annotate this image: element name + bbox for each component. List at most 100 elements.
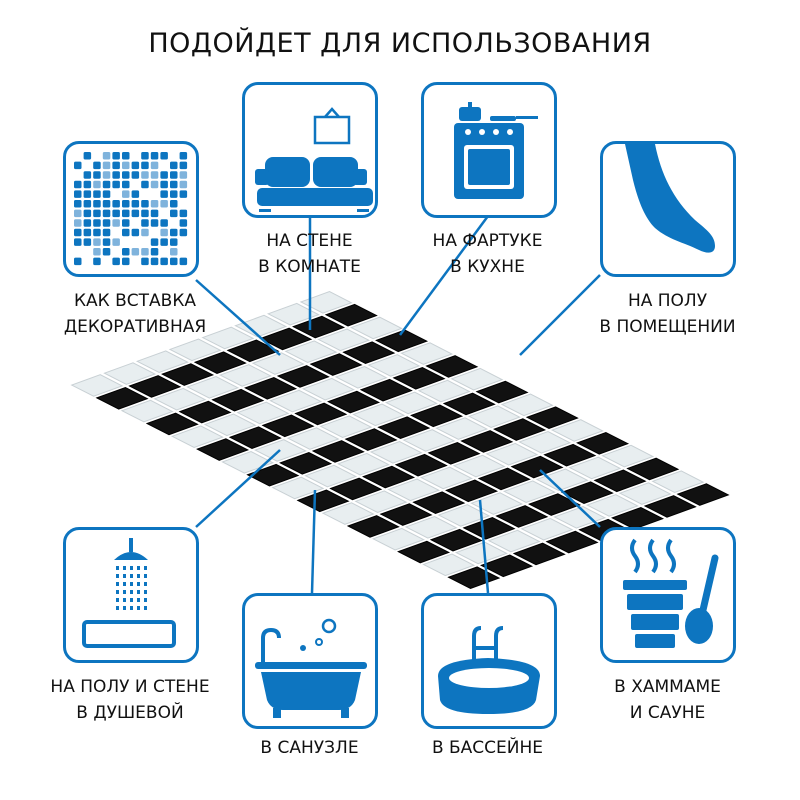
mosaic-tile [460,430,514,453]
mosaic-tile [397,540,451,564]
mosaic-tile [427,441,481,465]
mosaic-chip [102,152,111,160]
water-drop [137,598,140,602]
mosaic-chip [160,257,168,266]
mosaic-chip [131,161,140,170]
mosaic-tile [321,502,375,525]
mosaic-tile [454,541,508,565]
water-drop [144,566,147,570]
connector-line [195,279,281,356]
mosaic-chip [112,171,120,179]
mosaic-chip [93,257,101,266]
mosaic-chip [93,209,101,218]
mosaic-tile [95,386,149,410]
mosaic-tile [186,376,240,399]
mosaic-tile [417,379,471,403]
mosaic-tile [545,530,599,554]
mosaic-tile [402,429,456,452]
mosaic-tile [470,492,524,515]
mosaic-tile [218,364,272,387]
mosaic-tile [342,341,396,364]
water-drop [144,590,147,594]
mosaic-tile [560,481,614,504]
mosaic-chip [83,180,92,189]
mosaic-tile [304,464,358,488]
mosaic-tile [246,463,300,487]
mosaic-chip [93,238,101,246]
shower-icon [63,527,199,663]
water-drop [130,590,133,594]
mosaic-chip [179,171,188,179]
water-drop [130,566,133,570]
label-line: И САУНЕ [629,703,706,723]
label-line: НА ПОЛУ И СТЕНЕ [50,677,210,697]
mosaic-chip [83,200,92,208]
water-drop [116,590,119,594]
mosaic-chip [93,161,101,170]
sofa-icon [242,82,378,218]
mosaic-chip [150,200,159,208]
mosaic-chip [150,152,159,160]
mosaic-tile [269,389,323,413]
water-drop [130,598,133,602]
mosaic-chip [150,238,159,246]
mosaic-tile [535,468,589,492]
mosaic-chip [150,209,159,218]
label-decor: КАК ВСТАВКА ДЕКОРАТИВНАЯ [55,288,215,340]
mosaic-chip [112,152,120,160]
mosaic-chip [112,180,120,189]
mosaic-tile [429,528,483,552]
mosaic-tile [319,415,373,439]
water-drop [123,606,126,610]
mosaic-tile [485,442,539,466]
mosaic-chip [122,171,130,179]
mosaic-tile [296,489,350,513]
mosaic-tile [236,401,290,425]
mosaic-chip [93,200,101,208]
mosaic-tile [294,402,348,426]
mosaic-chip [112,161,120,170]
mosaic-chip [112,200,120,208]
mosaic-tile [234,314,288,338]
mosaic-tile [394,453,448,477]
mosaic-tile [377,416,431,439]
mosaic-chip [179,190,188,198]
mosaic-chip [93,180,101,189]
mosaic-chip [83,219,92,227]
mosaic-chip [102,219,111,227]
mosaic-chip [74,228,82,237]
label-line: В КУХНЕ [450,257,525,277]
mosaic-chip [141,161,149,170]
page-title: ПОДОЙДЕТ ДЛЯ ИСПОЛЬЗОВАНИЯ [148,28,652,59]
mosaic-tile [128,375,182,398]
mosaic-chip [93,228,101,237]
mosaic-chip [160,219,168,227]
mosaic-tile [301,377,355,401]
water-drop [144,606,147,610]
pool-icon [421,593,557,729]
mosaic-tile [168,338,222,362]
mosaic-tile [329,477,383,501]
mosaic-tile [226,339,280,363]
mosaic-chip [141,200,149,208]
mosaic-tile [145,412,199,436]
mosaic-tile [286,427,340,450]
mosaic-tile [292,315,346,339]
mosaic-chip [74,180,82,189]
water-drop [123,590,126,594]
mosaic-chip [102,238,111,246]
mosaic-tile [576,431,630,455]
mosaic-chip [170,200,178,208]
mosaic-chip [122,219,130,227]
mosaic-tile [425,355,479,378]
water-drop [137,606,140,610]
mosaic-tile [352,403,406,427]
mosaic-chip [170,257,178,266]
connector-line [519,274,601,356]
label-line: НА СТЕНЕ [266,231,353,251]
mosaic-tile [404,516,458,539]
mosaic-chip [83,228,92,237]
label-line: КАК ВСТАВКА [73,291,197,311]
mosaic-tile [251,352,305,375]
mosaic-tile [502,480,556,504]
